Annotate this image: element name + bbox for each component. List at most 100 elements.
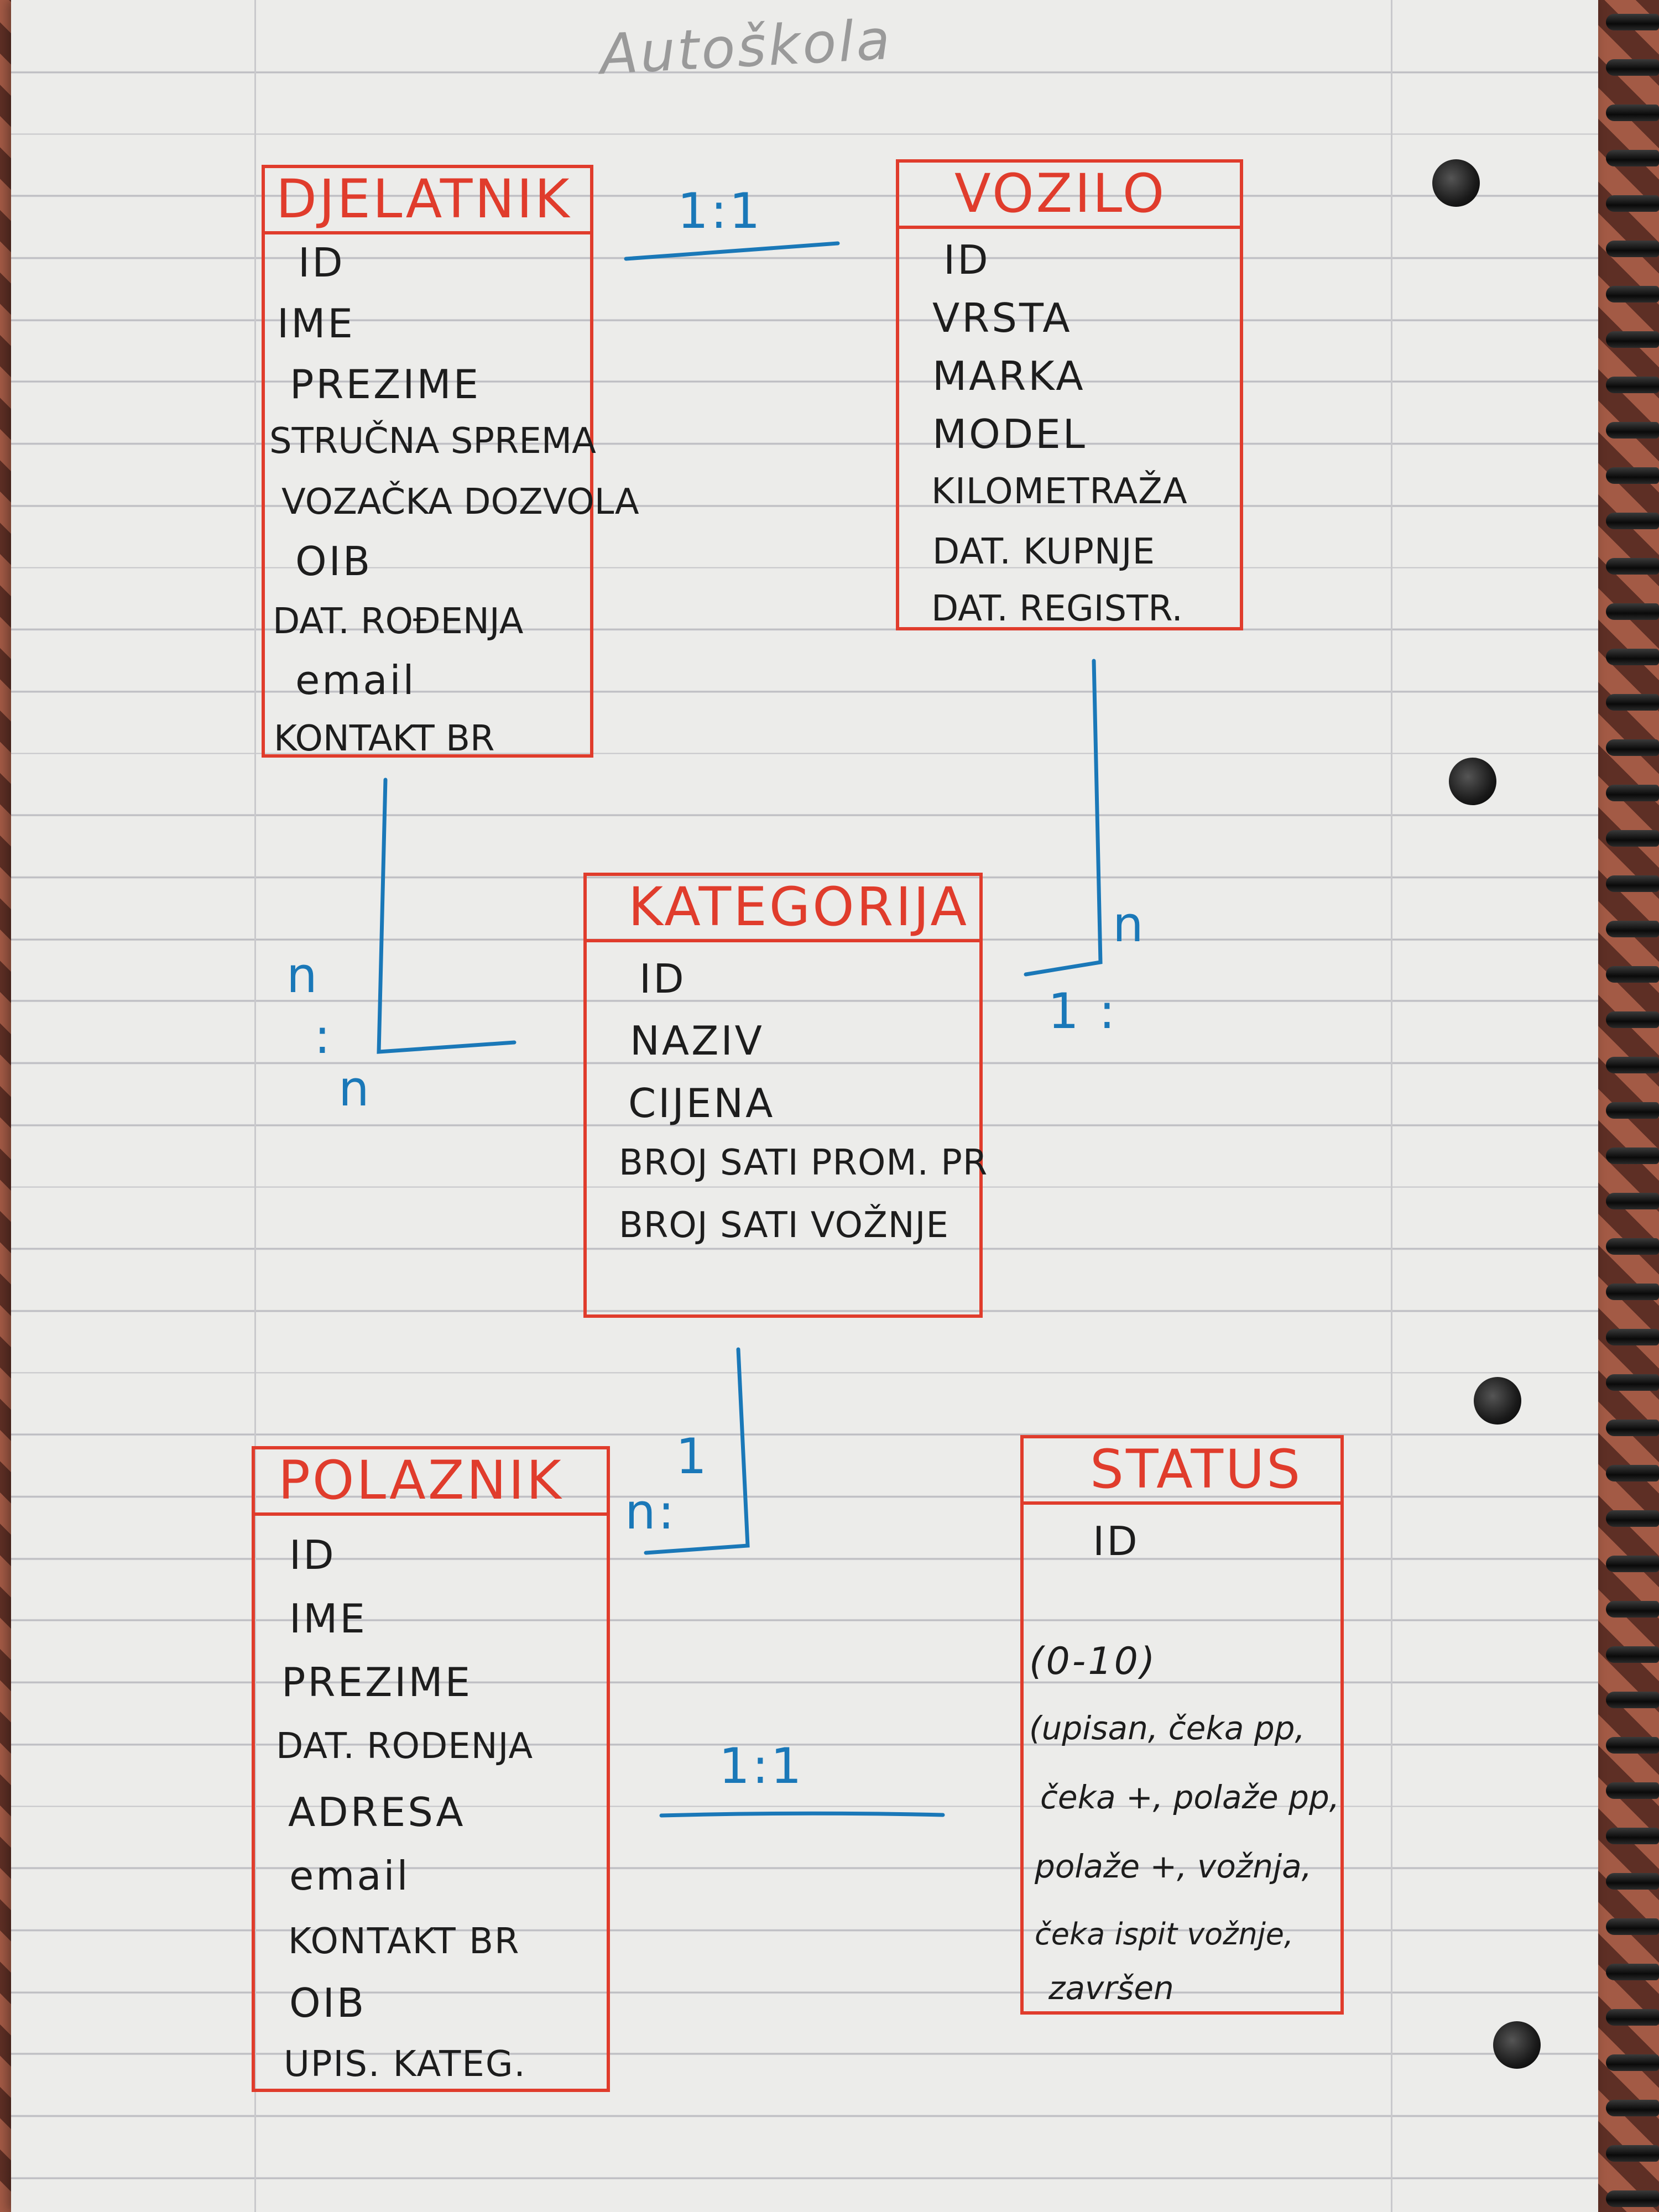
rel-label-djelatnik-vozilo: 1:1: [677, 182, 763, 239]
punch-hole: [1474, 1377, 1521, 1425]
attribute: ID: [943, 237, 990, 283]
rel-label-djelatnik-kategorija-n: n: [338, 1060, 372, 1117]
spiral-coil: [1606, 1828, 1659, 1844]
attribute: MODEL: [932, 411, 1087, 457]
rel-label-vozilo-kategorija-1: 1 :: [1048, 983, 1118, 1040]
spiral-coil: [1606, 1102, 1659, 1119]
spiral-coil: [1606, 105, 1659, 121]
spiral-coil: [1606, 649, 1659, 665]
attribute: OIB: [289, 1980, 367, 2026]
attribute: ADRESA: [288, 1789, 466, 1835]
entity-djelatnik-header: DJELATNIK: [265, 168, 590, 234]
status-note: čeka ispit vožnje,: [1035, 1917, 1294, 1952]
spiral-coil: [1606, 1601, 1659, 1618]
attribute: UPIS. KATEG.: [284, 2044, 526, 2085]
attribute: OIB: [295, 538, 373, 585]
punch-hole: [1449, 758, 1496, 805]
spiral-coil: [1606, 739, 1659, 756]
attribute: STRUČNA SPREMA: [269, 421, 596, 462]
attribute: email: [295, 657, 416, 703]
spiral-coil: [1606, 1193, 1659, 1209]
spiral-coil: [1606, 1646, 1659, 1663]
attribute: email: [289, 1853, 410, 1899]
rel-label-kategorija-polaznik-1: 1: [676, 1428, 709, 1485]
spiral-coil: [1606, 2100, 1659, 2116]
notebook-page: [11, 0, 1598, 2212]
spiral-coil: [1606, 1782, 1659, 1799]
spiral-coil: [1606, 2009, 1659, 2026]
spiral-coil: [1606, 513, 1659, 529]
spiral-coil: [1606, 1329, 1659, 1345]
right-margin-line: [1391, 0, 1392, 2212]
status-note: (0-10): [1029, 1640, 1157, 1683]
entity-kategorija: KATEGORIJA ID NAZIV CIJENA BROJ SATI PRO…: [583, 873, 987, 1318]
attribute: ID: [298, 239, 345, 286]
spiral-coil: [1606, 785, 1659, 801]
attribute: DAT. REGISTR.: [931, 588, 1183, 629]
spiral-coil: [1606, 467, 1659, 484]
spiral-coil: [1606, 1556, 1659, 1572]
spiral-coil: [1606, 286, 1659, 302]
rel-line-djelatnik-vozilo: [624, 241, 840, 261]
spiral-coil: [1606, 694, 1659, 711]
attribute: KONTAKT BR: [274, 718, 495, 759]
attribute: ID: [1093, 1518, 1140, 1564]
spiral-coil: [1606, 1465, 1659, 1481]
attribute: ID: [639, 956, 686, 1002]
spiral-coil: [1606, 195, 1659, 212]
entity-djelatnik: DJELATNIK ID IME PREZIME STRUČNA SPREMA …: [262, 165, 639, 759]
spiral-coil: [1606, 2145, 1659, 2162]
status-note: čeka +, polaže pp,: [1040, 1778, 1340, 1816]
spiral-coil: [1606, 331, 1659, 348]
rel-line-polaznik-status: [659, 1811, 945, 1818]
entity-polaznik: POLAZNIK ID IME PREZIME DAT. RODENJA ADR…: [252, 1446, 610, 2092]
attribute: IME: [289, 1595, 367, 1642]
spiral-coil: [1606, 1737, 1659, 1754]
attribute: PREZIME: [281, 1659, 473, 1705]
spiral-coil: [1606, 59, 1659, 76]
spiral-coil: [1606, 1238, 1659, 1255]
spiral-coil: [1606, 921, 1659, 937]
attribute: DAT. RODENJA: [276, 1726, 534, 1767]
spiral-coil: [1606, 1964, 1659, 1980]
entity-kategorija-header: KATEGORIJA: [587, 876, 979, 942]
attribute: VRSTA: [932, 295, 1072, 341]
spiral-coil: [1606, 2190, 1659, 2207]
attribute: MARKA: [932, 353, 1086, 399]
rel-line-djelatnik-kategorija: [377, 778, 517, 1054]
attribute: BROJ SATI PROM. PR: [619, 1142, 988, 1183]
attribute: NAZIV: [630, 1018, 764, 1064]
attribute: IME: [277, 300, 355, 347]
spiral-coil: [1606, 1918, 1659, 1935]
rel-label-vozilo-kategorija-n: n: [1113, 896, 1146, 953]
rel-label-kategorija-polaznik-n: n:: [625, 1483, 677, 1540]
spiral-coil: [1606, 1057, 1659, 1073]
entity-status-header: STATUS: [1024, 1438, 1340, 1505]
rel-label-djelatnik-kategorija-colon: :: [314, 1008, 333, 1065]
spiral-coil: [1606, 1147, 1659, 1164]
attribute: DAT. ROĐENJA: [273, 601, 524, 642]
spiral-coil: [1606, 1011, 1659, 1028]
attribute: VOZAČKA DOZVOLA: [281, 482, 639, 523]
spiral-binding: [1598, 0, 1659, 2212]
attribute: ID: [289, 1532, 336, 1578]
status-note: polaže +, vožnja,: [1035, 1848, 1312, 1885]
spiral-coil: [1606, 875, 1659, 892]
spiral-coil: [1606, 966, 1659, 983]
spiral-coil: [1606, 603, 1659, 620]
entity-status: STATUS ID (0-10) (upisan, čeka pp, čeka …: [1020, 1435, 1344, 2015]
rel-label-djelatnik-kategorija-n: n: [286, 947, 320, 1004]
rel-line-kategorija-polaznik: [644, 1347, 750, 1555]
attribute: DAT. KUPNJE: [932, 531, 1156, 572]
entity-vozilo: VOZILO ID VRSTA MARKA MODEL KILOMETRAŽA …: [896, 159, 1243, 630]
punch-hole: [1432, 159, 1480, 207]
spiral-coil: [1606, 1420, 1659, 1436]
spiral-coil: [1606, 1374, 1659, 1391]
spiral-coil: [1606, 422, 1659, 439]
spiral-coil: [1606, 2054, 1659, 2071]
spiral-coil: [1606, 1692, 1659, 1708]
rel-label-polaznik-status: 1:1: [719, 1738, 804, 1794]
entity-polaznik-header: POLAZNIK: [255, 1449, 607, 1516]
attribute: KILOMETRAŽA: [931, 471, 1188, 512]
spiral-coil: [1606, 1873, 1659, 1890]
